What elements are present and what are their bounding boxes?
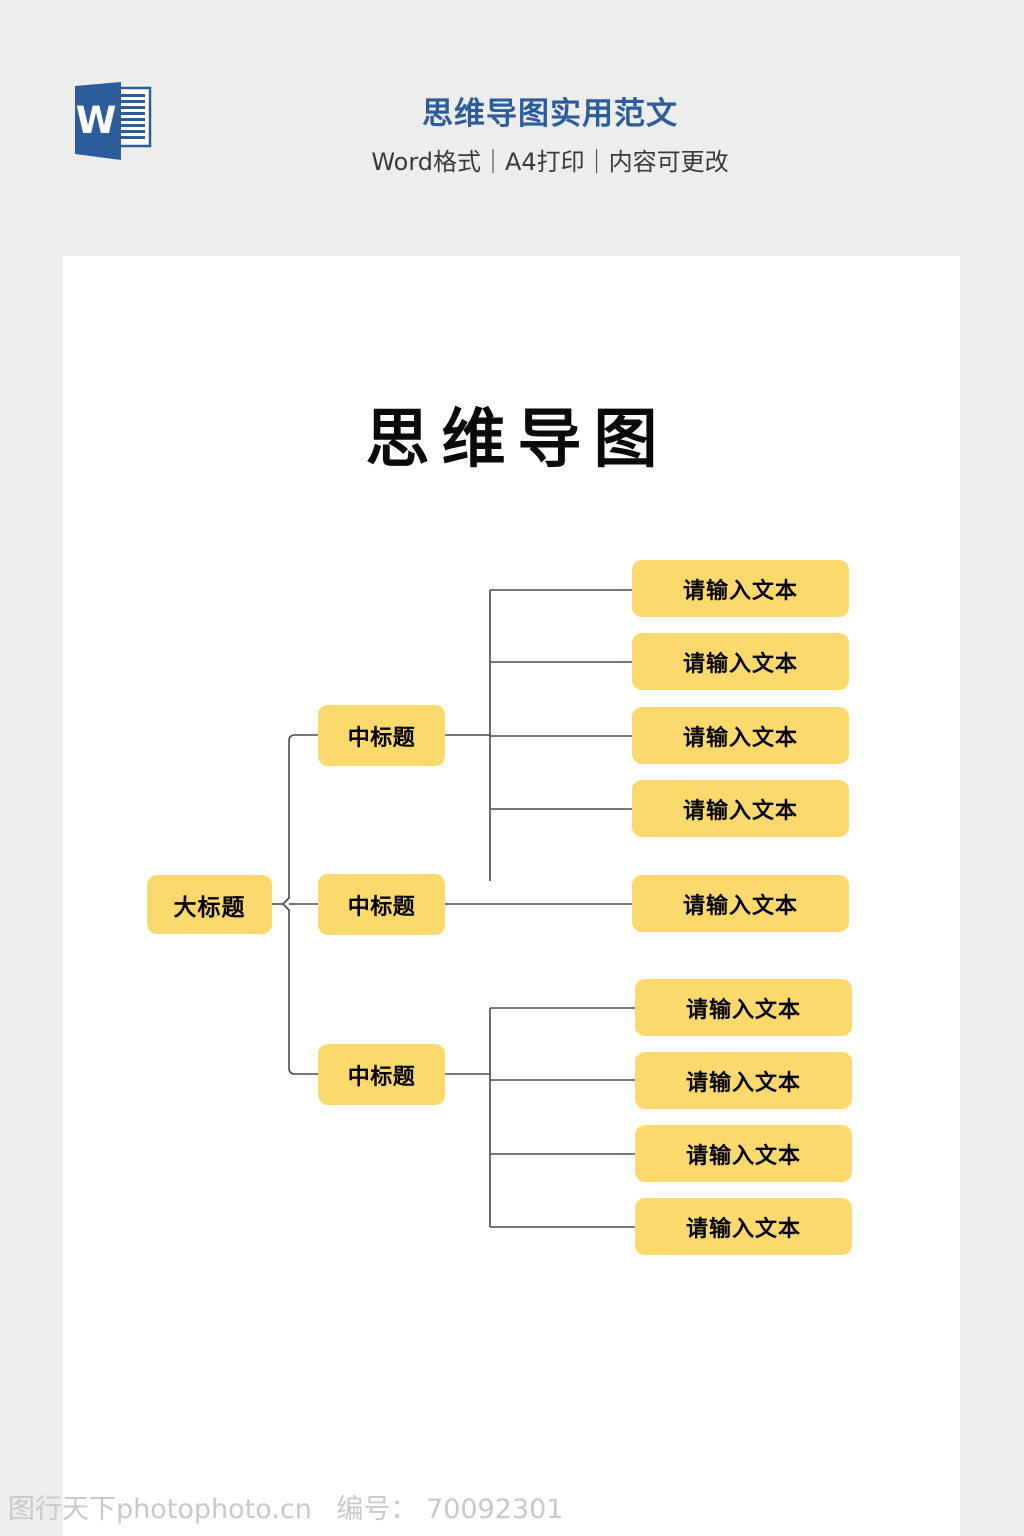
- mindmap-node-mid-1[interactable]: 中标题: [318, 705, 445, 766]
- mindmap-leaf-3-3-label: 请输入文本: [685, 1143, 801, 1169]
- footer-watermark: 图行天下photophoto.cn 编号： 70092301: [8, 1487, 563, 1526]
- header-title: 思维导图实用范文: [422, 96, 678, 132]
- root-branch-to-mid-1: [282, 734, 318, 905]
- mindmap-canvas: 大标题 中标题 中标题 中标题 请输入文本 请输入文本 请输入文本 请输入文本 …: [63, 256, 960, 1536]
- mindmap-leaf-3-2[interactable]: 请输入文本: [635, 1052, 852, 1109]
- header-band: W 思维导图实用范文 Word格式｜A4打印｜内容可更改: [0, 0, 1024, 256]
- header-subtitle: Word格式｜A4打印｜内容可更改: [371, 148, 729, 176]
- watermark-id-label: 编号：: [336, 1494, 418, 1525]
- mindmap-leaf-1-2[interactable]: 请输入文本: [632, 633, 849, 690]
- mindmap-leaf-1-1[interactable]: 请输入文本: [632, 560, 849, 617]
- mindmap-leaf-1-3[interactable]: 请输入文本: [632, 707, 849, 764]
- mindmap-node-mid-3-label: 中标题: [347, 1064, 416, 1090]
- root-branch-to-mid-3: [282, 903, 318, 1075]
- mindmap-leaf-1-1-label: 请输入文本: [682, 578, 798, 604]
- word-icon-letter: W: [76, 99, 117, 142]
- watermark-site: 图行天下photophoto.cn: [8, 1494, 312, 1525]
- mindmap-node-root[interactable]: 大标题: [147, 875, 272, 934]
- mindmap-leaf-2-1[interactable]: 请输入文本: [632, 875, 849, 932]
- mindmap-leaf-1-4[interactable]: 请输入文本: [632, 780, 849, 837]
- document-page: 思维导图: [63, 256, 960, 1536]
- mindmap-leaf-1-4-label: 请输入文本: [682, 798, 798, 824]
- mindmap-leaf-3-4-label: 请输入文本: [685, 1216, 801, 1242]
- word-document-icon: W: [63, 82, 167, 166]
- mindmap-leaf-3-1-label: 请输入文本: [685, 997, 801, 1023]
- mindmap-leaf-3-2-label: 请输入文本: [685, 1070, 801, 1096]
- mindmap-leaf-3-1[interactable]: 请输入文本: [635, 979, 852, 1036]
- mindmap-leaf-1-3-label: 请输入文本: [682, 725, 798, 751]
- header-text-block: 思维导图实用范文 Word格式｜A4打印｜内容可更改: [200, 92, 900, 182]
- mindmap-node-mid-1-label: 中标题: [347, 725, 416, 751]
- mindmap-node-mid-3[interactable]: 中标题: [318, 1044, 445, 1105]
- mindmap-leaf-3-4[interactable]: 请输入文本: [635, 1198, 852, 1255]
- mindmap-node-root-label: 大标题: [173, 894, 246, 921]
- page-title: 思维导图: [365, 403, 670, 477]
- watermark-id: 70092301: [426, 1494, 564, 1525]
- mindmap-leaf-2-1-label: 请输入文本: [682, 893, 798, 919]
- mindmap-node-mid-2[interactable]: 中标题: [318, 874, 445, 935]
- mindmap-leaf-1-2-label: 请输入文本: [682, 651, 798, 677]
- mindmap-node-mid-2-label: 中标题: [347, 894, 416, 920]
- mindmap-leaf-3-3[interactable]: 请输入文本: [635, 1125, 852, 1182]
